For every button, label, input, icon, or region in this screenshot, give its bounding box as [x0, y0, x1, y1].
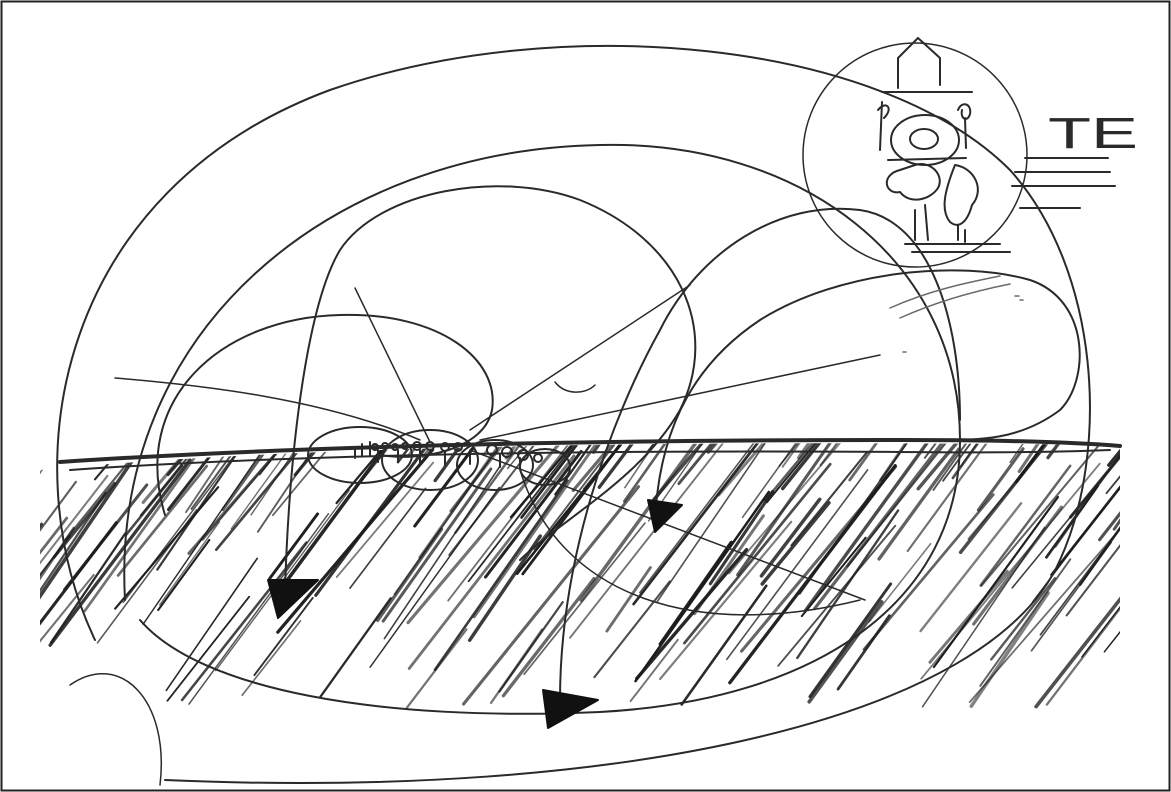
hatch-stroke: [850, 342, 950, 480]
ray-horizontal: [115, 378, 420, 440]
hatch-stroke: [631, 640, 678, 701]
hatch-stroke: [0, 386, 94, 508]
ray-lower: [470, 450, 865, 600]
hatch-stroke: [930, 571, 1007, 662]
hatch-stroke: [349, 373, 448, 497]
legend-lines: [1012, 158, 1115, 208]
hatch-stroke: [555, 311, 685, 494]
hatch-stroke: [783, 349, 895, 488]
sun-arc-mark: [555, 382, 595, 392]
hatch-stroke: [474, 444, 596, 617]
hatch-stroke: [448, 438, 573, 601]
hatch-stroke: [0, 413, 81, 540]
hatch-stroke: [738, 400, 861, 575]
core-symbol-icon: [878, 102, 970, 165]
hatch-stroke: [242, 621, 300, 695]
ray-upper: [470, 285, 690, 430]
hatch-stroke: [23, 292, 157, 451]
hatch-stroke: [1082, 530, 1171, 657]
hatch-stroke: [1109, 294, 1171, 465]
hatch-stroke: [54, 483, 114, 557]
hatch-stroke: [1107, 364, 1171, 494]
hatch-stroke: [980, 559, 1070, 686]
hatch-stroke: [10, 349, 120, 510]
hatch-stroke: [0, 385, 25, 523]
hatch-stroke: [821, 345, 911, 465]
hatch-stroke: [157, 427, 255, 570]
hatch-stroke: [1114, 346, 1171, 529]
hatch-stroke: [1067, 511, 1147, 615]
hatch-stroke: [974, 507, 1062, 624]
hatch-stroke: [607, 568, 651, 632]
hatch-stroke: [0, 269, 55, 470]
hatch-stroke: [708, 361, 786, 452]
hatch-stroke: [1153, 355, 1171, 488]
hatch-stroke: [0, 524, 42, 678]
hatch-stroke: [961, 402, 1007, 467]
hatch-stroke: [0, 492, 30, 564]
hatch-stroke: [765, 396, 852, 501]
hatch-stroke: [1130, 542, 1171, 608]
hatch-stroke: [160, 522, 220, 605]
hatch-stroke: [0, 536, 70, 668]
hatch-stroke: [624, 292, 772, 502]
hatch-stroke: [625, 344, 722, 488]
inner-orbit: [157, 315, 492, 515]
hatch-stroke: [15, 447, 142, 633]
arrowhead-center-icon: [543, 690, 598, 728]
hatch-stroke: [1136, 422, 1171, 576]
hatch-stroke: [0, 535, 19, 651]
hatch-stroke: [0, 464, 18, 628]
tree-icon: [887, 164, 978, 242]
outer-orbit-tail: [70, 674, 161, 785]
hatch-stroke: [0, 480, 22, 559]
hatch-stroke: [398, 279, 536, 462]
hatch-stroke: [170, 366, 241, 455]
hatch-stroke: [1140, 536, 1171, 639]
hatch-stroke: [379, 266, 509, 459]
ground-hatching: [0, 266, 1171, 708]
hatch-stroke: [508, 373, 587, 469]
arrowhead-right-icon: [648, 500, 682, 532]
hatch-stroke: [0, 575, 94, 706]
hatch-stroke: [943, 320, 1061, 481]
ray-middle: [480, 355, 880, 440]
house-icon: [882, 38, 972, 92]
hatch-stroke: [231, 328, 377, 529]
hatch-stroke: [1104, 436, 1171, 652]
corner-medallion: [803, 38, 1027, 267]
hatch-stroke: [684, 464, 830, 643]
hatch-stroke: [189, 514, 328, 704]
hatch-stroke: [469, 394, 614, 582]
ray-pointer: [355, 288, 430, 442]
hatch-stroke: [797, 511, 898, 658]
hatch-stroke: [166, 558, 257, 690]
hatch-stroke: [925, 268, 1067, 458]
hatch-stroke: [1016, 298, 1153, 482]
hatch-stroke: [933, 319, 1053, 490]
hatch-stroke: [0, 317, 48, 510]
hatch-stroke: [1137, 531, 1171, 646]
middle-orbit: [124, 145, 960, 714]
settlement-cluster: [308, 427, 570, 490]
hatch-stroke: [918, 288, 1086, 489]
hatch-stroke: [1124, 580, 1171, 667]
hatch-stroke: [1048, 339, 1137, 457]
corner-label: TE: [1048, 109, 1138, 158]
hatch-stroke: [848, 390, 989, 567]
hatch-stroke: [321, 598, 391, 696]
wind-strokes: [890, 276, 1023, 352]
hatch-stroke: [167, 597, 249, 701]
